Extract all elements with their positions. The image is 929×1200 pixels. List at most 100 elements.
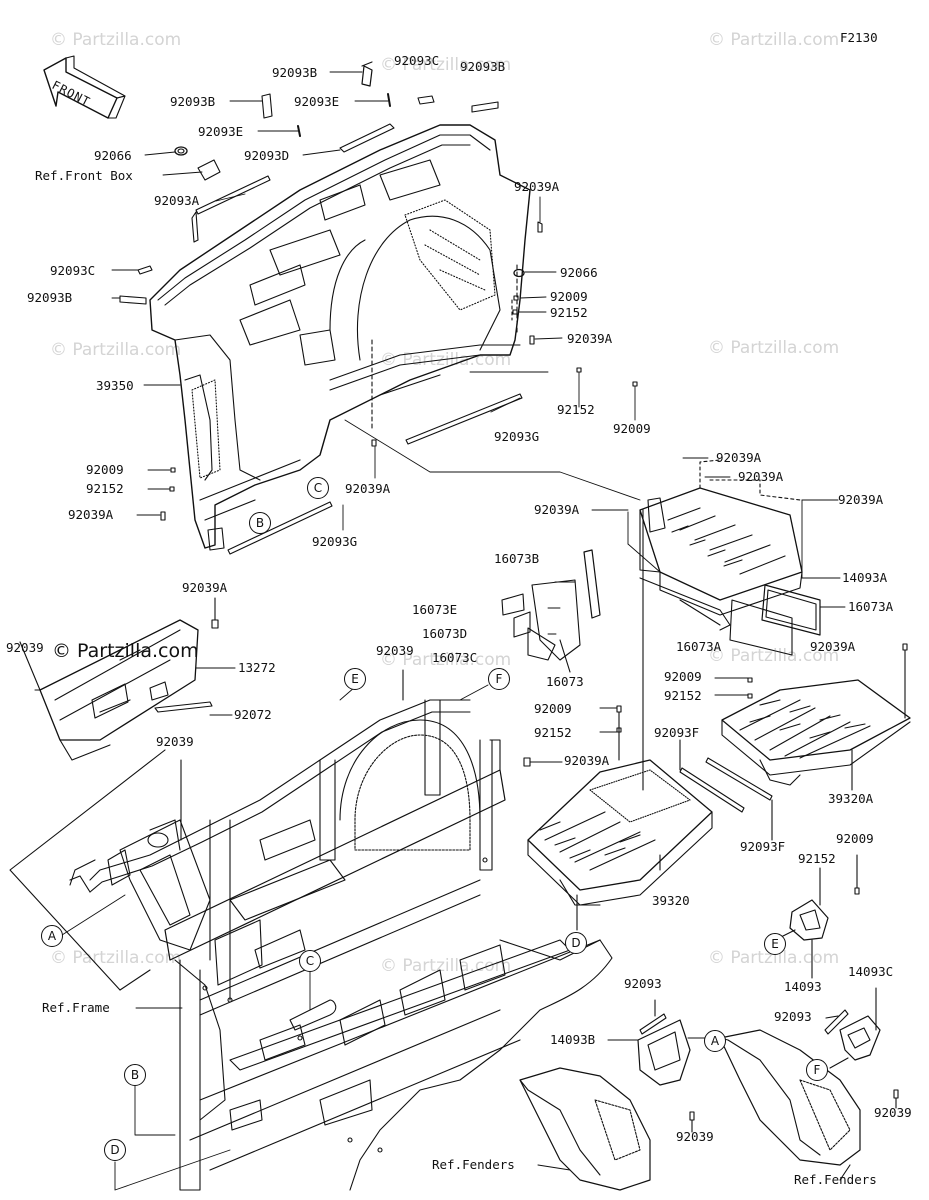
part-label-92009: 92009 [550, 289, 588, 304]
part-label-14093A: 14093A [842, 570, 888, 585]
part-label-92152: 92152 [557, 402, 595, 417]
part-label-92009: 92009 [534, 701, 572, 716]
tray-39320A [714, 643, 911, 791]
watermark-dark: © Partzilla.com [52, 640, 199, 662]
part-label-92152: 92152 [534, 725, 572, 740]
part-label-92093B: 92093B [170, 94, 216, 109]
watermark: © Partzilla.com [380, 55, 512, 75]
callout-b: B [249, 512, 271, 534]
callout-e: E [764, 933, 786, 955]
callout-c: C [307, 477, 329, 499]
seal-16073-set [501, 579, 581, 673]
seal-strips-top [119, 61, 638, 555]
seal-16073A [729, 584, 821, 656]
part-label-92093A: 92093A [154, 193, 200, 208]
callout-f: F [488, 668, 510, 690]
cover-14093B [607, 999, 706, 1133]
callout-f: F [806, 1059, 828, 1081]
watermark: © Partzilla.com [708, 338, 840, 358]
callout-d: D [565, 932, 587, 954]
bracket-13272 [19, 597, 236, 761]
watermark: © Partzilla.com [708, 948, 840, 968]
part-label-92093B: 92093B [27, 290, 73, 305]
part-label-92072: 92072 [234, 707, 272, 722]
part-label-92039: 92039 [874, 1105, 912, 1120]
part-label-92152: 92152 [86, 481, 124, 496]
part-label-92152: 92152 [664, 688, 702, 703]
part-label-16073A: 16073A [676, 639, 722, 654]
watermark: © Partzilla.com [50, 30, 182, 50]
watermark: © Partzilla.com [380, 650, 512, 670]
part-label-92066: 92066 [560, 265, 598, 280]
part-label-92039A: 92039A [68, 507, 114, 522]
part-label-92093: 92093 [774, 1009, 812, 1024]
part-label-92093F: 92093F [740, 839, 786, 854]
part-label-92093G: 92093G [312, 534, 358, 549]
part-label-92039A: 92039A [182, 580, 228, 595]
cover-14093 [774, 854, 860, 979]
part-label-92039A: 92039A [564, 753, 610, 768]
part-label-92009: 92009 [664, 669, 702, 684]
part-label-39350: 39350 [96, 378, 134, 393]
part-label-92039A: 92039A [567, 331, 613, 346]
seal-92093F [679, 739, 773, 841]
part-label-16073B: 16073B [494, 551, 540, 566]
part-label-92039: 92039 [156, 734, 194, 749]
part-label-92093E: 92093E [198, 124, 244, 139]
ref-front-box: Ref.Front Box [35, 168, 133, 183]
part-label-92009: 92009 [613, 421, 651, 436]
watermark: © Partzilla.com [708, 30, 840, 50]
watermark: © Partzilla.com [50, 340, 182, 360]
part-label-92039A: 92039A [738, 469, 784, 484]
part-label-92039: 92039 [6, 640, 44, 655]
leader-lines-upper [111, 71, 641, 531]
cover-14093C [824, 987, 899, 1109]
part-label-39320: 39320 [652, 893, 690, 908]
part-label-92093C: 92093C [50, 263, 96, 278]
leader-lines-frame [61, 684, 489, 1191]
part-label-92093B: 92093B [272, 65, 318, 80]
part-label-92009: 92009 [86, 462, 124, 477]
callout-e: E [344, 668, 366, 690]
callout-a: A [704, 1030, 726, 1052]
part-label-92152: 92152 [550, 305, 588, 320]
part-label-16073C: 16073C [432, 650, 478, 665]
part-label-92039A: 92039A [534, 502, 580, 517]
part-label-92152: 92152 [798, 851, 836, 866]
part-label-92039A: 92039A [838, 492, 884, 507]
ref-fenders: Ref.Fenders [794, 1172, 877, 1187]
part-label-16073A: 16073A [848, 599, 894, 614]
part-label-92093E: 92093E [294, 94, 340, 109]
part-label-13272: 13272 [238, 660, 276, 675]
part-label-92093D: 92093D [244, 148, 290, 163]
part-label-92039: 92039 [676, 1129, 714, 1144]
part-label-14093: 14093 [784, 979, 822, 994]
part-label-92093C: 92093C [394, 53, 440, 68]
part-label-39320A: 39320A [828, 791, 874, 806]
main-frame [9, 669, 613, 1191]
seal-16073B [583, 549, 601, 619]
watermark: © Partzilla.com [50, 948, 182, 968]
front-direction-arrow [43, 55, 126, 119]
part-label-92039A: 92039A [716, 450, 762, 465]
part-label-92039A: 92039A [514, 179, 560, 194]
callout-a: A [41, 925, 63, 947]
part-label-16073E: 16073E [412, 602, 458, 617]
part-label-92066: 92066 [94, 148, 132, 163]
part-label-92093G: 92093G [494, 429, 540, 444]
tray-39320 [523, 509, 713, 931]
part-label-14093C: 14093C [848, 964, 894, 979]
ref-fenders: Ref.Fenders [432, 1157, 515, 1172]
fender-left [519, 1067, 651, 1191]
ref-frame: Ref.Frame [42, 1000, 110, 1015]
watermark: © Partzilla.com [708, 646, 840, 666]
callout-c: C [299, 950, 321, 972]
callout-d: D [104, 1139, 126, 1161]
figure-code: F2130 [840, 30, 878, 45]
part-label-92093F: 92093F [654, 725, 700, 740]
tray-14093A [639, 459, 803, 631]
rear-panel-39350 [149, 124, 531, 551]
part-label-92093B: 92093B [460, 59, 506, 74]
